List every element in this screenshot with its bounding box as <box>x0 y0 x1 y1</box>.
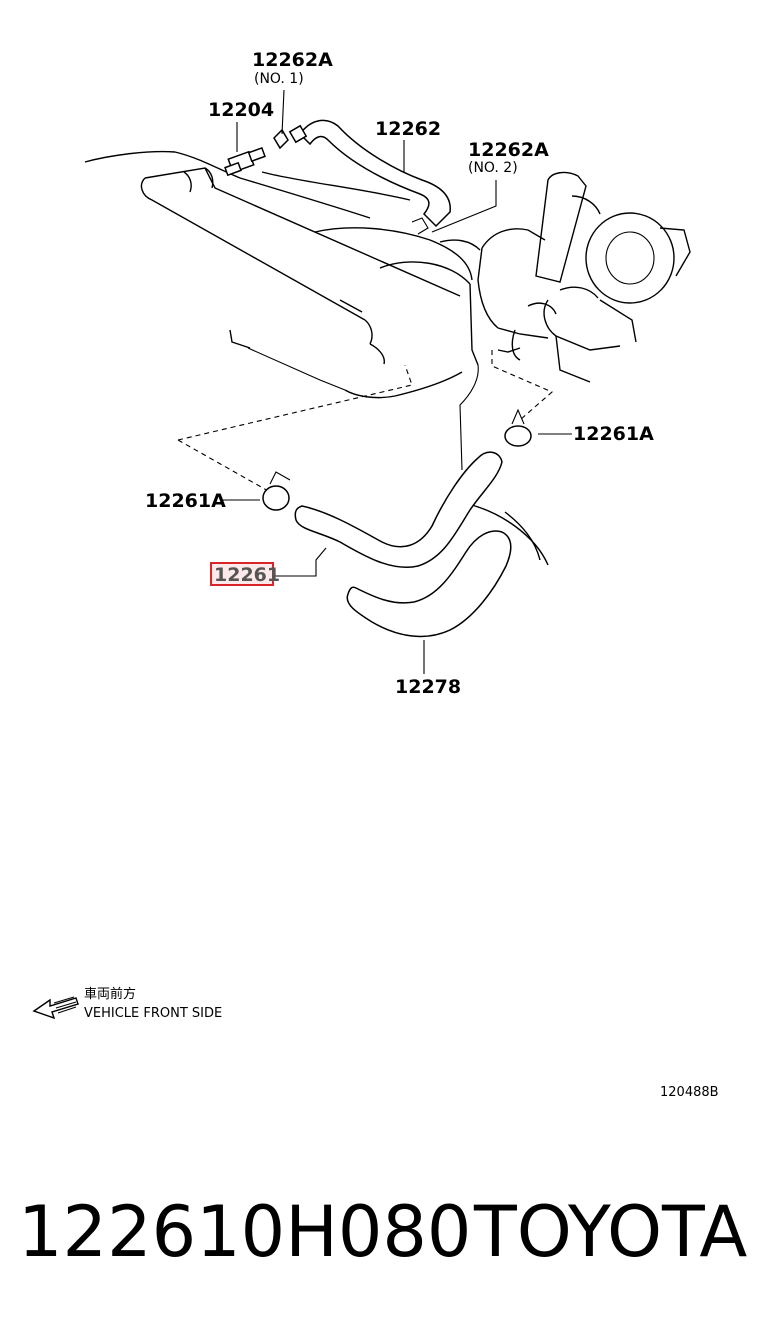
clip-12262A-no2 <box>411 217 429 235</box>
callout-code: 12262A <box>252 49 333 71</box>
callout-sub: (NO. 2) <box>468 160 518 176</box>
front-indicator-en: VEHICLE FRONT SIDE <box>84 1006 222 1021</box>
callout-12261[interactable]: 12261 <box>214 564 280 586</box>
ventilation-hose-12262 <box>288 119 451 228</box>
clip-12262A-no1 <box>273 128 289 150</box>
callout-12262A-no2: 12262A (NO. 2) <box>468 139 549 176</box>
callout-12261A-right: 12261A <box>573 423 654 445</box>
callout-12262: 12262 <box>375 118 441 140</box>
highlight-box <box>210 562 274 586</box>
routing-lines <box>177 350 554 493</box>
diagram-reference: 120488B <box>660 1085 719 1100</box>
parts <box>224 119 532 638</box>
callout-12278: 12278 <box>395 676 461 698</box>
callout-sub: (NO. 1) <box>254 71 304 87</box>
engine-outline <box>84 150 691 566</box>
leader-lines <box>220 89 572 674</box>
footer-brand: TOYOTA <box>473 1191 747 1273</box>
water-hose-12278 <box>346 530 512 638</box>
callout-12261A-left: 12261A <box>145 490 226 512</box>
callout-12262A-no1: 12262A (NO. 1) <box>252 49 333 87</box>
footer-part-number: 122610H080 <box>18 1191 471 1273</box>
water-hose-12261 <box>294 451 503 568</box>
front-indicator-jp: 車両前方 <box>84 986 136 1002</box>
vehicle-front-indicator: 車両前方 VEHICLE FRONT SIDE <box>32 986 222 1021</box>
pcv-valve-12204 <box>224 146 266 177</box>
clamp-12261A-right <box>504 408 532 447</box>
clamp-12261A-left <box>262 471 291 511</box>
callout-code: 12262A <box>468 139 549 161</box>
callout-12204: 12204 <box>208 99 274 121</box>
